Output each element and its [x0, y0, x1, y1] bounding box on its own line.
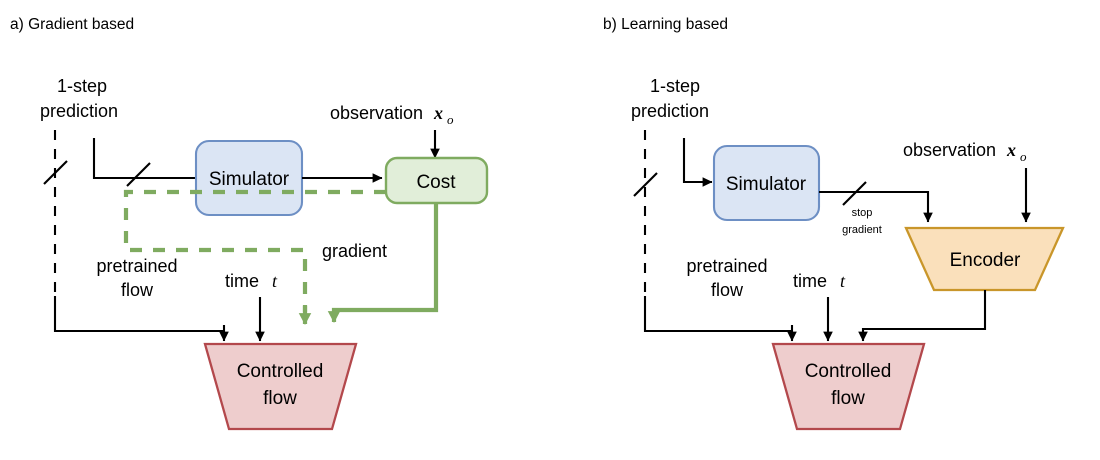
panel-a-observation-subscript: o [447, 112, 454, 127]
panel-b-controlled-flow-label-line2: flow [831, 388, 865, 409]
panel-b-stop-gradient-slash-icon [842, 181, 867, 206]
panel-a: a) Gradient based 1-step prediction Simu… [10, 16, 489, 431]
panel-b-observation-var: x [1006, 140, 1016, 160]
panel-b-prediction-label: prediction [631, 101, 709, 121]
panel-b-time-label: time [793, 271, 827, 291]
panel-a-cut-slash-icon [43, 160, 68, 185]
panel-b-pretrained-label: pretrained [686, 256, 767, 276]
panel-a-pretrained-label: pretrained [96, 256, 177, 276]
panel-b-simulator-label: Simulator [726, 174, 807, 195]
panel-a-cost-label: Cost [416, 172, 456, 193]
panel-b-observation-label: observation [903, 140, 996, 160]
panel-b-pretrained-flow-line [643, 296, 792, 333]
panel-a-prediction-cut-slash-icon [126, 162, 151, 187]
panel-a-gradient-solid-path [327, 203, 439, 324]
panel-b-title: b) Learning based [603, 16, 728, 33]
panel-a-observation-var: x [433, 103, 443, 123]
panel-a-one-step-label: 1-step [57, 76, 107, 96]
panel-a-prediction-edge [92, 138, 196, 180]
panel-b: b) Learning based 1-step prediction Simu… [603, 16, 1065, 431]
panel-b-stop-label: stop [852, 207, 873, 219]
panel-b-observation-subscript: o [1020, 149, 1027, 164]
panel-a-simulator-label: Simulator [209, 169, 290, 190]
panel-b-controlled-flow-label-line1: Controlled [805, 361, 892, 382]
panel-a-title: a) Gradient based [10, 16, 134, 33]
panel-b-simulator-box [712, 144, 821, 222]
panel-b-prediction-edge [682, 138, 713, 187]
panel-a-pretrained-flow-line [53, 296, 224, 333]
panel-b-time-var: t [840, 271, 846, 291]
panel-a-controlled-flow-label-line2: flow [263, 388, 297, 409]
panel-b-one-step-label: 1-step [650, 76, 700, 96]
panel-b-simulator-to-encoder-edge [819, 190, 933, 223]
panel-a-prediction-label: prediction [40, 101, 118, 121]
panel-a-observation-label: observation [330, 103, 423, 123]
panel-b-encoder-shape [904, 226, 1065, 292]
panel-b-flow-label: flow [711, 280, 744, 300]
panel-a-gradient-dashed-path [123, 189, 386, 312]
panel-b-encoder-label: Encoder [950, 250, 1021, 271]
panel-a-flow-label: flow [121, 280, 154, 300]
panel-a-time-label: time [225, 271, 259, 291]
panel-b-cut-slash-icon [633, 172, 658, 197]
panel-b-encoder-to-controlled-flow-edge [858, 290, 987, 342]
panel-a-gradient-label: gradient [322, 241, 387, 261]
panel-a-controlled-flow-shape [203, 342, 358, 431]
panel-a-controlled-flow-label-line1: Controlled [237, 361, 324, 382]
panel-a-time-var: t [272, 271, 278, 291]
panel-b-stop-gradient-label: gradient [842, 224, 882, 236]
panel-b-controlled-flow-shape [771, 342, 926, 431]
